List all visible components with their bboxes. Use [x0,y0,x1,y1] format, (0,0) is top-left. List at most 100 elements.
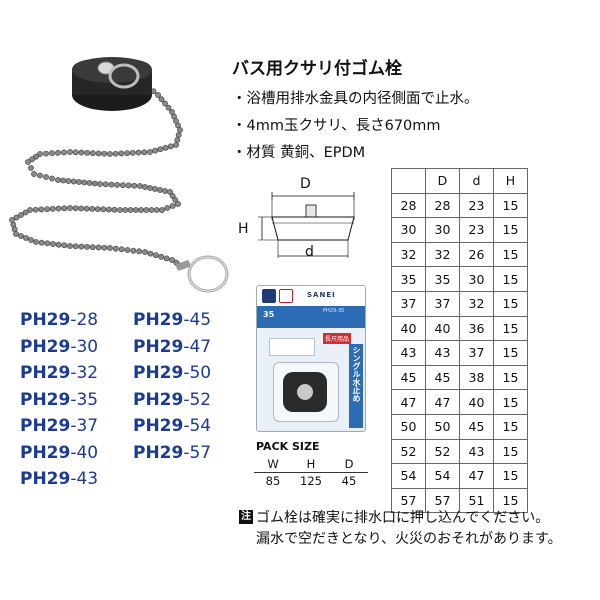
model-number: PH29-50 [133,363,211,383]
size-table-cell: 47 [459,463,494,489]
size-table-cell: 15 [493,364,528,391]
model-suffix: -52 [183,389,212,410]
model-number: PH29-43 [20,469,98,489]
size-table-cell: 15 [493,315,528,342]
size-table-cell: 15 [493,217,528,243]
model-prefix: PH29 [20,336,71,357]
model-suffix: -30 [70,336,99,357]
pack-size-header-w: W [254,456,292,473]
size-table-cell: 15 [493,438,528,465]
size-table-cell: 30 [391,217,426,243]
pack-size-value-d: 45 [341,474,357,488]
size-table-cell: 35 [425,266,460,292]
model-suffix: -40 [70,442,99,463]
model-suffix: -45 [183,310,212,330]
split-ring [175,255,229,293]
size-table-cell: 54 [425,463,460,489]
bath-icon [262,289,276,303]
model-number: PH29-40 [20,443,98,463]
model-prefix: PH29 [133,389,184,410]
size-table-cell: 37 [459,340,494,366]
caution-mark: 注 [239,510,253,524]
dimension-label-D: D [300,176,311,192]
model-prefix: PH29 [133,336,184,357]
model-prefix: PH29 [133,416,184,436]
size-table-cell: 15 [493,266,528,292]
size-table-cell: 15 [493,487,528,514]
model-number: PH29-30 [20,337,98,357]
pack-size-header-h: H [292,456,330,473]
size-table-cell: 32 [459,290,494,317]
model-number: PH29-37 [20,416,98,436]
size-table-cell: 51 [459,487,494,514]
size-table-cell: 45 [391,364,426,391]
spec-line-sealing: ・浴槽用排水金具の内径側面で止水。 [232,91,479,107]
model-number: PH29-28 [20,310,98,330]
size-table-cell: 23 [459,217,494,243]
size-table-cell: 15 [493,389,528,415]
model-prefix: PH29 [20,389,71,410]
model-prefix: PH29 [20,363,71,383]
size-table-cell: 36 [459,315,494,342]
spec-line-chain: ・4mm玉クサリ、長さ670mm [232,118,441,134]
package-tag: 長尺用品 [323,333,352,344]
product-photo-stopper-chain [9,57,229,293]
size-table-cell: 15 [493,290,528,317]
dimension-label-H: H [238,221,249,237]
size-table-cell: 15 [493,192,528,219]
size-table-cell: 47 [425,389,460,415]
size-table-cell: 38 [459,364,494,391]
size-table-cell: 52 [425,438,460,465]
size-table-cell: 47 [391,389,426,415]
model-suffix: -50 [183,363,212,383]
pack-size-value-w: 85 [265,474,281,488]
size-table-header: H [493,168,528,194]
package-brand: SANEI [307,291,336,299]
ball-chain [9,77,184,269]
size-table-cell: 15 [493,463,528,489]
pack-size-value-h: 125 [300,474,322,488]
size-table-cell: 37 [425,290,460,317]
model-prefix: PH29 [20,442,71,463]
model-number: PH29-47 [133,337,211,357]
package-size-label: 35 [263,310,275,319]
model-number: PH29-57 [133,443,211,463]
size-table-cell: 45 [425,364,460,391]
model-suffix: -43 [70,469,99,489]
size-table-header: d [459,168,494,194]
size-table-cell: 28 [391,192,426,219]
size-table-cell: 52 [391,438,426,465]
model-suffix: -57 [183,442,212,463]
model-number: PH29-45 [133,310,211,330]
size-table-cell: 50 [391,413,426,440]
size-table-cell: 26 [459,241,494,268]
size-table-cell: 50 [425,413,460,440]
size-table-cell: 45 [459,413,494,440]
caution-line-1: ゴム栓は確実に排水口に押し込んでください。 [256,510,550,526]
spec-line-material: ・材質 黄銅、EPDM [232,145,366,161]
size-table-cell: 35 [391,266,426,292]
model-suffix: -37 [70,416,99,436]
size-table-cell: 43 [391,340,426,366]
model-suffix: -35 [70,389,99,410]
size-table-cell: 15 [493,413,528,440]
size-table-cell: 28 [425,192,460,219]
model-suffix: -54 [183,416,212,436]
size-table-cell: 43 [459,438,494,465]
package-code: PH29-35 [323,308,345,314]
size-table-header: D [425,168,460,194]
model-prefix: PH29 [20,416,71,436]
size-table-cell: 57 [391,487,426,514]
size-table-cell: 57 [425,487,460,514]
package-vertical-text: シングル水止め [352,346,361,402]
dimension-diagram [258,192,355,258]
